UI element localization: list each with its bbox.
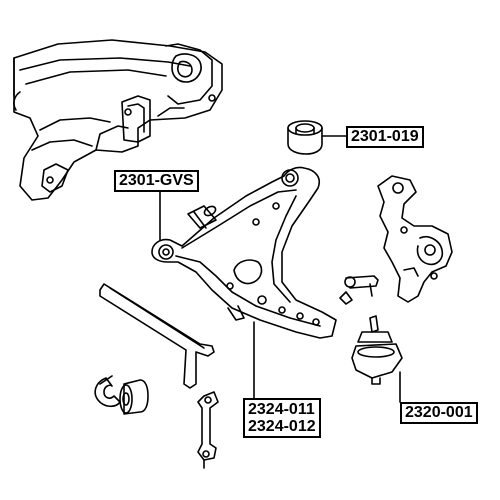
part-label-arm-bushing: 2301-GVS	[114, 170, 199, 192]
knuckle-drawing	[377, 175, 453, 303]
ball-joint-drawing	[351, 315, 403, 403]
part-label-control-arm-left: 2324-011	[248, 401, 315, 418]
bushing-drawing	[287, 120, 347, 155]
part-label-control-arm-right: 2324-012	[248, 418, 316, 435]
subframe-drawing	[13, 39, 223, 201]
small-bushing-drawing	[187, 205, 217, 229]
part-label-control-arm: 2324-011 2324-012	[243, 398, 321, 438]
part-label-ball-joint: 2320-001	[400, 402, 478, 424]
stabilizer-clip-drawing	[94, 375, 149, 415]
stabilizer-bar-drawing	[99, 283, 215, 389]
stabilizer-link-drawing	[197, 391, 219, 469]
part-label-bushing: 2301-019	[346, 126, 424, 148]
control-arm-drawing	[151, 166, 337, 399]
tie-rod-drawing	[339, 275, 379, 305]
